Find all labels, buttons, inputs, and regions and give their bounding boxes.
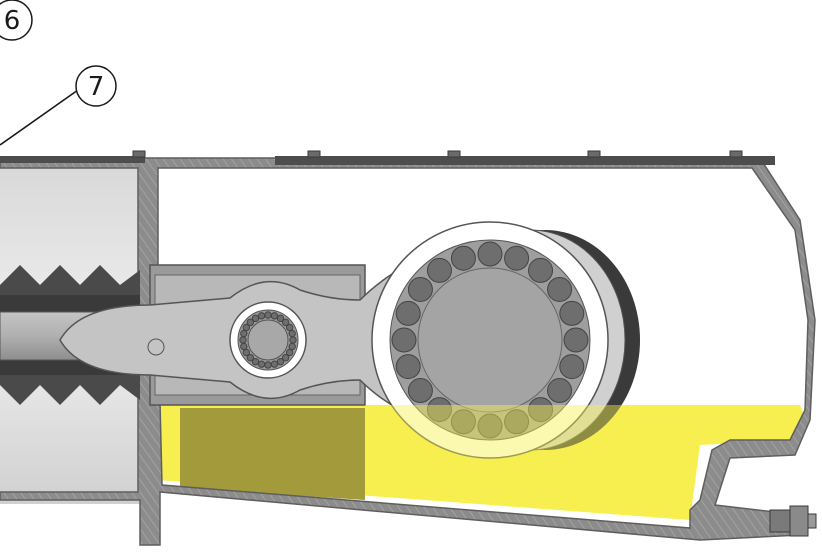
bearing-roller: [504, 409, 530, 435]
leader-line: [0, 89, 79, 146]
bolt-head: [307, 150, 321, 158]
cover-plate: [275, 156, 775, 165]
bearing-roller: [407, 378, 433, 404]
callout-label: 7: [88, 72, 105, 102]
cover-plate-left: [0, 156, 145, 163]
callout-7: 7: [0, 65, 117, 146]
bearing-roller: [240, 342, 248, 351]
bearing-roller: [528, 397, 554, 423]
bearing-roller: [426, 257, 452, 283]
callout-6: 6: [0, 0, 33, 41]
oil-overlay: [365, 405, 640, 460]
pin-hole: [147, 338, 165, 356]
bearing-roller: [270, 312, 279, 320]
bearing-roller: [528, 257, 554, 283]
bearing-roller: [288, 342, 296, 351]
small-bearing-pin: [247, 319, 289, 361]
bearing-roller: [246, 318, 255, 327]
bearing-roller: [547, 276, 573, 302]
bearing-roller: [426, 397, 452, 423]
bearing-roller: [547, 378, 573, 404]
bearing-roller: [477, 241, 503, 267]
drain-plug: [769, 505, 817, 537]
bearing-roller: [285, 348, 294, 357]
bearing-roller: [395, 300, 421, 326]
big-bearing-rollers: [391, 241, 589, 439]
bearing-roller: [407, 276, 433, 302]
bearing-roller: [450, 245, 476, 271]
housing-shell: [0, 157, 816, 546]
bearing-roller: [450, 409, 476, 435]
bolt-head: [132, 150, 146, 158]
bolt-head: [447, 150, 461, 158]
bolt-head: [587, 150, 601, 158]
big-bearing-shaft: [417, 267, 563, 413]
bearing-roller: [242, 323, 251, 332]
bearing-roller: [288, 329, 296, 338]
cover-bolts: [132, 150, 743, 158]
bearing-roller: [559, 300, 585, 326]
bearing-roller: [395, 354, 421, 380]
bearing-roller: [477, 413, 503, 439]
bearing-roller: [251, 357, 260, 366]
small-bearing-needles: [239, 311, 297, 369]
bearing-roller: [285, 323, 294, 332]
bearing-roller: [559, 354, 585, 380]
bearing-roller: [251, 314, 260, 323]
bearing-roller: [246, 353, 255, 362]
oil-shadow-region: [180, 408, 365, 500]
bearing-roller: [504, 245, 530, 271]
bearing-roller: [391, 327, 417, 353]
callout-label: 6: [4, 6, 21, 36]
bearing-roller: [276, 314, 285, 323]
bearing-roller: [264, 361, 272, 369]
bearing-roller: [276, 357, 285, 366]
bearing-roller: [257, 312, 266, 320]
bearing-roller: [289, 336, 297, 344]
bearing-roller: [281, 353, 290, 362]
bearing-roller: [239, 336, 247, 344]
bearing-roller: [240, 329, 248, 338]
bearing-roller: [563, 327, 589, 353]
bearing-roller: [242, 348, 251, 357]
bearing-roller: [257, 360, 266, 368]
bearing-roller: [281, 318, 290, 327]
bearing-roller: [270, 360, 279, 368]
bearing-roller: [264, 311, 272, 319]
bolt-head: [729, 150, 743, 158]
